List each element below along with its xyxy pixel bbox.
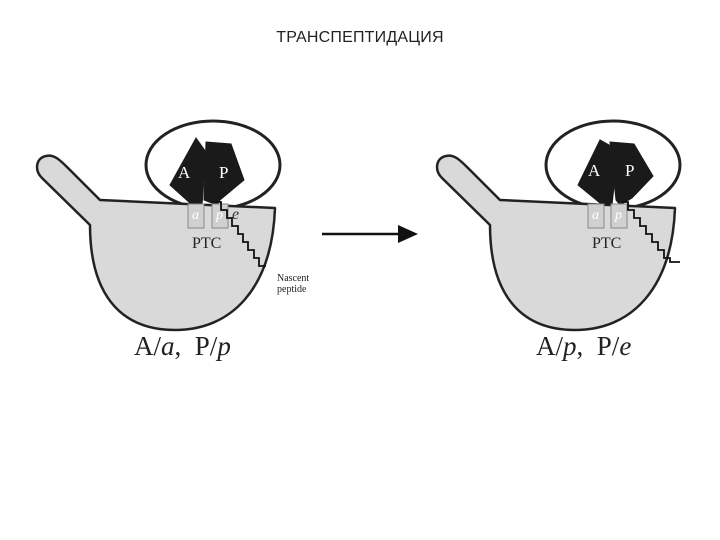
state-left-a-big: A — [134, 331, 154, 361]
state-left-p-small: p — [215, 331, 231, 361]
state-left-p-big: P — [195, 331, 210, 361]
trna-p-label-left: P — [219, 163, 228, 182]
ptc-label-right: PTC — [592, 235, 621, 252]
trna-a-label-left: A — [178, 163, 191, 182]
state-right-a-small: p — [561, 331, 577, 361]
state-right-a-big: A — [536, 331, 556, 361]
trna-a-label-right: A — [588, 161, 601, 180]
nascent-label-line2: peptide — [277, 284, 307, 295]
state-right-p-big: P — [597, 331, 612, 361]
ptc-label-left: PTC — [192, 235, 221, 252]
ribosome-left: A P a p e PTC Nascent peptide A/a, P/p — [37, 121, 309, 361]
state-label-left: A/a, P/p — [134, 331, 231, 361]
state-right-p-small: e — [619, 331, 631, 361]
site-label-a-right: a — [592, 208, 599, 223]
state-left-sep: , — [175, 331, 195, 361]
site-label-p-right: p — [614, 208, 622, 223]
site-label-a-left: a — [192, 208, 199, 223]
ribosome-right: A P a p PTC A/p, P/e — [437, 121, 680, 361]
state-right-sep: , — [577, 331, 597, 361]
right-arrow-icon — [322, 225, 418, 243]
trna-p-label-right: P — [625, 161, 634, 180]
state-left-a-small: a — [161, 331, 175, 361]
nascent-label-line1: Nascent — [277, 273, 309, 284]
site-label-e-left: e — [232, 206, 239, 223]
state-label-right: A/p, P/e — [536, 331, 631, 361]
